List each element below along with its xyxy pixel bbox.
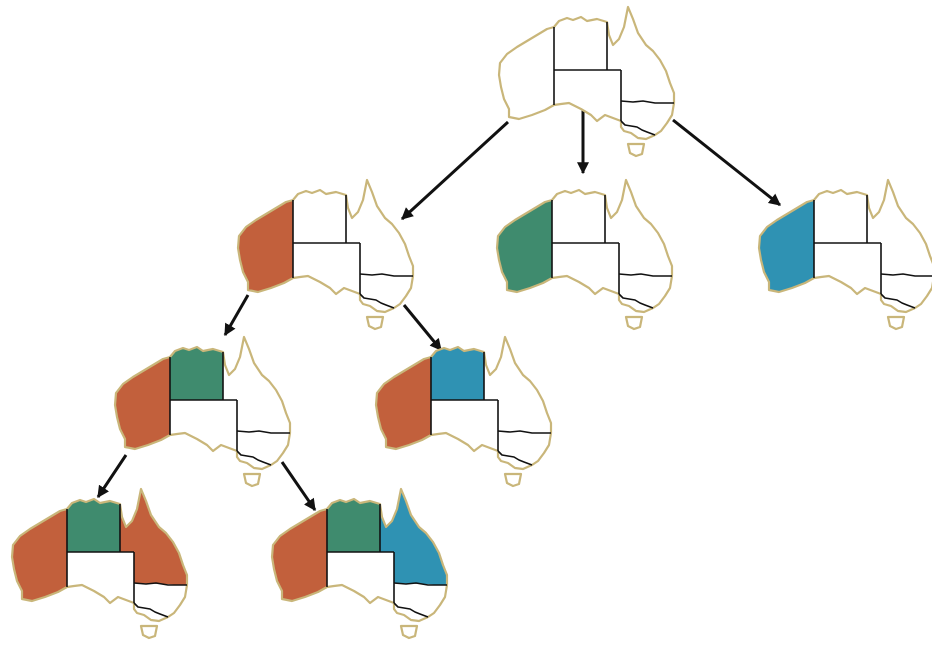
region-sa xyxy=(814,243,881,294)
state-border xyxy=(359,293,395,309)
region-nt xyxy=(814,190,867,243)
region-q xyxy=(380,489,447,585)
arrow-root-to-wa-blue xyxy=(672,118,781,207)
region-q xyxy=(346,180,413,276)
arrow-wa-red-nt-green-to-wa-red-nt-green-q-blue xyxy=(280,461,317,511)
region-q xyxy=(120,489,187,585)
tasmania-outline xyxy=(886,315,906,331)
map-wa-red-nt-green-q-red xyxy=(10,487,189,640)
region-nt xyxy=(293,190,346,243)
state-border xyxy=(133,582,187,586)
tasmania-outline xyxy=(242,472,262,488)
region-nt xyxy=(170,347,223,400)
map-wa-green xyxy=(495,178,674,331)
coastline xyxy=(495,178,674,314)
region-q xyxy=(223,337,290,433)
region-nt xyxy=(327,499,380,552)
region-sa xyxy=(431,400,498,451)
arrows-layer xyxy=(96,110,781,511)
tasmania-outline xyxy=(365,315,385,331)
region-v xyxy=(881,294,915,312)
state-border xyxy=(497,430,551,434)
tasmania-outline xyxy=(624,315,644,331)
region-nt xyxy=(552,190,605,243)
map-wa-red-nt-green xyxy=(113,335,292,488)
coastline xyxy=(497,5,676,141)
region-v xyxy=(394,603,428,621)
region-sa xyxy=(327,552,394,603)
map-root xyxy=(497,5,676,158)
region-v xyxy=(237,451,271,469)
coastline xyxy=(374,335,553,471)
map-wa-red-nt-green-q-blue xyxy=(270,487,449,640)
state-border xyxy=(880,293,916,309)
arrow-wa-red-to-wa-red-nt-blue xyxy=(402,304,443,351)
region-nt xyxy=(554,17,607,70)
region-nt xyxy=(431,347,484,400)
maps-layer xyxy=(10,5,932,640)
region-v xyxy=(360,294,394,312)
arrow-root-to-wa-red xyxy=(400,120,510,221)
tasmania-outline xyxy=(399,624,419,640)
coastline xyxy=(236,178,415,314)
coastline xyxy=(10,487,189,623)
region-sa xyxy=(67,552,134,603)
state-border xyxy=(618,293,654,309)
state-border xyxy=(133,602,169,618)
state-border xyxy=(236,430,290,434)
region-nt xyxy=(67,499,120,552)
state-border xyxy=(620,120,656,136)
region-sa xyxy=(554,70,621,121)
region-q xyxy=(605,180,672,276)
region-q xyxy=(484,337,551,433)
tasmania-outline xyxy=(626,142,646,158)
state-border xyxy=(236,450,272,466)
coastline xyxy=(113,335,292,471)
state-border xyxy=(359,273,413,277)
region-v xyxy=(619,294,653,312)
state-border xyxy=(620,100,674,104)
state-border xyxy=(880,273,932,277)
state-border xyxy=(393,582,447,586)
state-border xyxy=(497,450,533,466)
region-v xyxy=(498,451,532,469)
map-wa-blue xyxy=(757,178,932,331)
coastline xyxy=(270,487,449,623)
region-sa xyxy=(293,243,360,294)
region-sa xyxy=(552,243,619,294)
map-wa-red xyxy=(236,178,415,331)
arrow-wa-red-to-wa-red-nt-green xyxy=(223,294,250,337)
tasmania-outline xyxy=(139,624,159,640)
state-border xyxy=(618,273,672,277)
region-q xyxy=(607,7,674,103)
map-wa-red-nt-blue xyxy=(374,335,553,488)
region-v xyxy=(621,121,655,139)
coastline xyxy=(757,178,932,314)
arrow-wa-red-nt-green-to-wa-red-nt-green-q-red xyxy=(96,454,128,498)
region-sa xyxy=(170,400,237,451)
tasmania-outline xyxy=(503,472,523,488)
region-v xyxy=(134,603,168,621)
state-border xyxy=(393,602,429,618)
